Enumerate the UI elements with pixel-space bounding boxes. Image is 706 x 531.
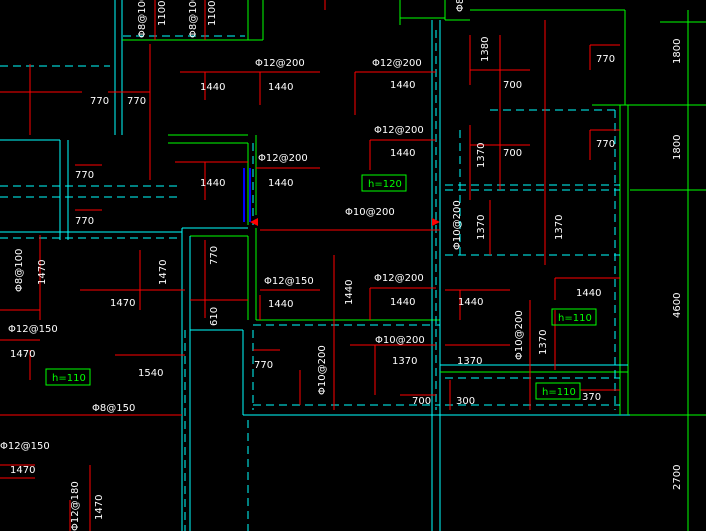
slab-thickness-tag: h=120 (368, 179, 402, 190)
length-label: 700 (412, 396, 431, 407)
length-label: 1440 (200, 178, 225, 189)
length-label: 770 (75, 216, 94, 227)
length-label: 1440 (390, 80, 415, 91)
axis-dimension: 1800 (672, 135, 683, 160)
axis-lines (399, 0, 706, 531)
rebar-spec: Φ10@200 (345, 207, 395, 218)
length-label: 700 (503, 80, 522, 91)
rebar-spec: Φ8@100 (137, 0, 148, 38)
length-label: 770 (75, 170, 94, 181)
axis-dimension: 4600 (672, 293, 683, 318)
length-label: 1440 (268, 299, 293, 310)
rebar-spec: Φ8@150 (92, 403, 135, 414)
length-label: 770 (254, 360, 273, 371)
length-labels: 1100 1100 770 770 1440 1440 1440 1380 70… (10, 1, 615, 520)
length-label: 1440 (268, 82, 293, 93)
slab-thickness-tag: h=110 (52, 373, 86, 384)
length-label: 1470 (158, 260, 169, 285)
rebar-spec: Φ10@200 (317, 345, 328, 395)
rebar-spec-labels: Φ8@100 Φ12@200 Φ12@200 Φ12@200 Φ12@200 Φ… (0, 0, 525, 531)
length-label: 1440 (390, 148, 415, 159)
rebar-spec: Φ12@150 (264, 276, 314, 287)
length-label: 770 (127, 96, 146, 107)
length-label: 770 (90, 96, 109, 107)
rebar-spec: Φ8@100 (14, 249, 25, 292)
length-label: 1440 (344, 280, 355, 305)
length-label: 1380 (480, 37, 491, 62)
arrowhead (250, 218, 258, 226)
slab-thickness-tag: h=110 (558, 313, 592, 324)
rebar-spec: Φ8@100 (188, 0, 199, 38)
arrowhead (432, 218, 440, 226)
rebar-spec: Φ12@150 (0, 441, 50, 452)
length-label: 770 (596, 139, 615, 150)
axis-dimension: 2700 (672, 465, 683, 490)
rebar-lines (0, 0, 620, 531)
length-label: 1470 (10, 465, 35, 476)
length-label: 1100 (207, 1, 218, 26)
length-label: 1370 (554, 215, 565, 240)
rebar-spec: Φ12@200 (374, 125, 424, 136)
length-label: 1470 (110, 298, 135, 309)
slab-tag-boxes (45, 174, 597, 400)
rebar-spec: Φ8@100 (455, 0, 466, 12)
axis-dimension-labels: 1800 1800 4600 2700 (672, 39, 683, 490)
rebar-spec: Φ10@200 (452, 200, 463, 250)
length-label: 1370 (392, 356, 417, 367)
slab-thickness-tags: h=120 h=110 h=110 h=110 (52, 179, 592, 398)
slab-thickness-tag: h=110 (542, 387, 576, 398)
rebar-spec: Φ10@200 (375, 335, 425, 346)
length-label: 1470 (94, 495, 105, 520)
length-label: 770 (596, 54, 615, 65)
axis-dimension: 1800 (672, 39, 683, 64)
rebar-spec: Φ12@200 (372, 58, 422, 69)
length-label: 1470 (10, 349, 35, 360)
length-label: 1370 (538, 330, 549, 355)
length-label: 1470 (37, 260, 48, 285)
rebar-spec: Φ10@200 (514, 310, 525, 360)
rebar-spec: Φ12@180 (70, 481, 81, 531)
length-label: 1440 (200, 82, 225, 93)
length-label: 300 (456, 396, 475, 407)
length-label: 1440 (576, 288, 601, 299)
length-label: 1440 (390, 297, 415, 308)
rebar-spec: Φ12@200 (374, 273, 424, 284)
length-label: 1370 (457, 356, 482, 367)
wall-outlines (0, 0, 630, 531)
rebar-spec: Φ12@150 (8, 324, 58, 335)
length-label: 1370 (476, 215, 487, 240)
length-label: 1100 (157, 1, 168, 26)
length-label: 370 (582, 392, 601, 403)
length-label: 1440 (458, 297, 483, 308)
length-label: 610 (209, 307, 220, 326)
rebar-spec: Φ12@200 (258, 153, 308, 164)
length-label: 700 (503, 148, 522, 159)
length-label: 770 (209, 246, 220, 265)
length-label: 1440 (268, 178, 293, 189)
rebar-spec: Φ12@200 (255, 58, 305, 69)
length-label: 1540 (138, 368, 163, 379)
length-label: 1370 (476, 143, 487, 168)
